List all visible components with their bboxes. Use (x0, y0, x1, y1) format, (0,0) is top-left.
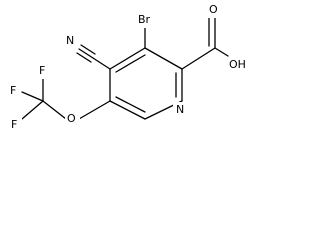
bond-cf3-f2 (21, 91, 44, 102)
bond-cf3-f3 (21, 100, 44, 120)
atom-labels: Br N O OH N O F F F (7, 3, 250, 133)
bond-c6-c5-inner (115, 96, 146, 113)
bond-c4-c3-inner (115, 54, 146, 73)
bond-c6-c5 (109, 100, 146, 120)
atom-fluorine-2: F (10, 84, 16, 97)
bond-c4-c3 (109, 47, 146, 70)
molecule-structure-diagram: Br N O OH N O F F F (7, 3, 250, 133)
substituent-bonds (21, 16, 229, 120)
bond-c2-carboxyl-carbon (181, 47, 216, 70)
bond-nitrile-triple-1 (78, 48, 94, 59)
bond-nitrile-triple-2 (80, 44, 96, 55)
bond-c3-c2 (144, 47, 183, 70)
atom-hydroxyl: OH (229, 58, 246, 71)
bond-c5-ether-oxygen (78, 100, 111, 120)
bond-carboxyl-hydroxyl (214, 47, 229, 57)
atom-fluorine-1: F (39, 64, 45, 77)
atom-bromine: Br (138, 13, 151, 26)
bond-ether-oxygen-cf3 (42, 100, 67, 120)
bond-c4-nitrile-carbon (92, 57, 111, 70)
bond-nitrile-triple-3 (76, 52, 92, 63)
atom-carbonyl-oxygen: O (209, 3, 218, 16)
atom-ether-oxygen: O (67, 112, 76, 125)
atom-ring-nitrogen: N (176, 103, 184, 116)
atom-nitrile-nitrogen: N (66, 34, 74, 47)
atom-fluorine-3: F (11, 118, 17, 131)
pyridine-ring (109, 47, 183, 120)
